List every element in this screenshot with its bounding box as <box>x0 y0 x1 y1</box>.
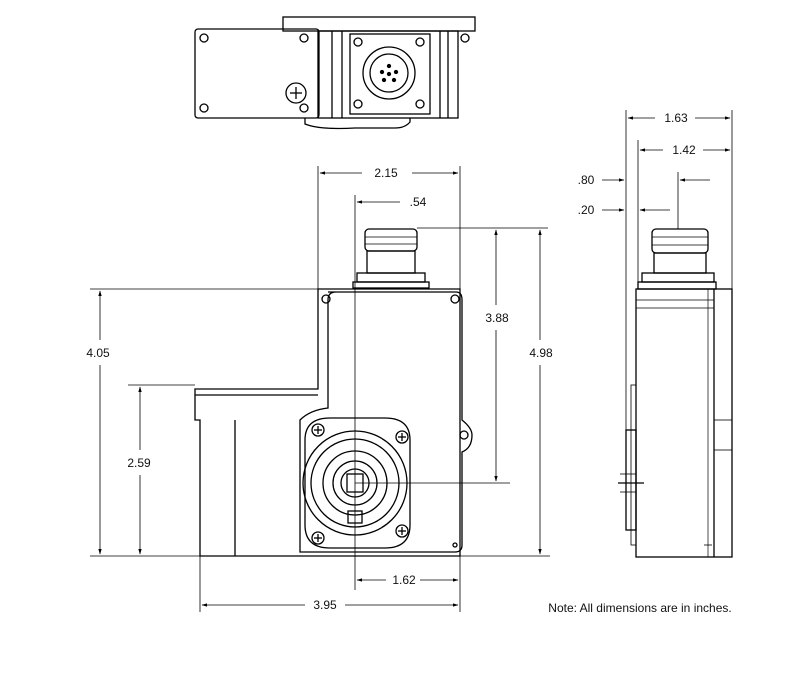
dim-side-width: 1.63 <box>664 111 688 125</box>
screw-icon <box>395 524 409 538</box>
front-view <box>194 228 473 557</box>
dim-height-lower: 2.59 <box>127 456 151 470</box>
screw-icon <box>285 82 307 104</box>
dim-width-total: 3.95 <box>313 598 337 612</box>
screw-icon <box>311 423 325 437</box>
screw-icon <box>395 430 409 444</box>
dim-side-width-inner: 1.42 <box>672 143 696 157</box>
dim-width-top: 2.15 <box>374 166 398 180</box>
dim-height-left: 4.05 <box>86 346 110 360</box>
units-note: Note: All dimensions are in inches. <box>548 601 731 615</box>
dim-shaft-offset: .54 <box>410 195 427 209</box>
connector-icon <box>362 46 416 100</box>
dim-height-connector: 3.88 <box>485 311 509 325</box>
dim-height-total: 4.98 <box>529 346 553 360</box>
dim-shaft-to-right: 1.62 <box>392 573 416 587</box>
screw-icon <box>311 531 325 545</box>
dim-side-offset-20: .20 <box>578 203 595 217</box>
dim-side-offset-80: .80 <box>578 173 595 187</box>
side-dimensions <box>602 110 733 430</box>
side-view <box>618 228 733 558</box>
top-view <box>194 16 476 130</box>
front-dimensions <box>90 166 550 612</box>
